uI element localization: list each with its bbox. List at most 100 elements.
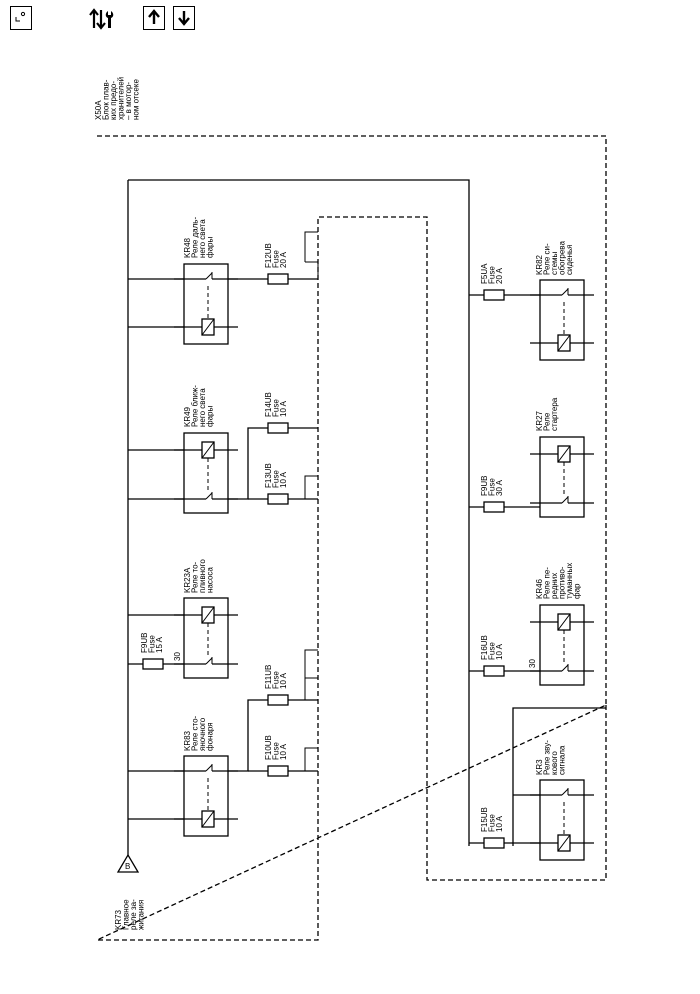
horn-feed-wire [512, 707, 606, 846]
label-f12ub-line: F12UB [264, 243, 273, 268]
label-f12ub-line: Fuse [272, 250, 281, 268]
label-f9ub-left-line: 15 A [155, 636, 164, 653]
label-f11ub-line: 10 A [279, 672, 288, 689]
fuse-f12ub [267, 273, 289, 285]
label-kr46-line: редних [550, 573, 559, 599]
label-f14ub-line: F14UB [264, 392, 273, 417]
label-kr82-line: сиденья [565, 244, 574, 275]
label-x50a-line: Блок плав- [102, 79, 111, 120]
label-kr82-line: стемы [550, 251, 559, 275]
label-kr48-line: Реле даль- [191, 217, 200, 258]
label-f10ub-line: 10 A [279, 743, 288, 760]
arrow-down-icon [178, 11, 190, 26]
label-kr23a-line: пливного [198, 559, 207, 593]
label-f15ub-line: F15UB [480, 807, 489, 832]
label-kr46-line: Реле пе- [543, 567, 552, 599]
label-f9ub-left-line: F9UB [140, 633, 149, 653]
label-f15ub-line: 10 A [495, 815, 504, 832]
label-f13ub-line: Fuse [272, 470, 281, 488]
label-kr46-line: KR46 [535, 578, 544, 599]
label-kr27-line: KR27 [535, 410, 544, 431]
label-kr49-line: него света [198, 388, 207, 427]
bus-wire-top [128, 179, 470, 846]
label-pin30-left: 30 [173, 652, 182, 661]
enclosure-x50a [96, 135, 607, 941]
label-f13ub-line: 10 A [279, 471, 288, 488]
label-f5ua-line: 20 A [495, 267, 504, 284]
label-kr46-line: туманных [565, 563, 574, 599]
label-f11ub-line: Fuse [272, 671, 281, 689]
arrow-down-button[interactable] [173, 6, 195, 30]
label-x50a-line: хранителей [117, 77, 126, 120]
label-f9ub-right-line: 30 A [495, 479, 504, 496]
label-x50a-line: ном отсеке [132, 79, 141, 120]
label-kr23a-line: насоса [206, 567, 215, 593]
label-kr3-line: KR3 [535, 759, 544, 775]
label-kr73-line: KR73 [114, 909, 123, 930]
label-kr49-line: Реле ближ- [191, 385, 200, 427]
label-kr83-line: фонаря [206, 722, 215, 751]
label-kr23a-line: KR23A [183, 567, 192, 593]
label-kr73-line: Главное [122, 899, 131, 930]
svg-text:B: B [125, 862, 130, 871]
arrow-up-button[interactable] [143, 6, 165, 30]
label-f12ub-line: 20 A [279, 251, 288, 268]
label-kr3-line: сигнала [558, 745, 567, 775]
arrow-up-icon [148, 9, 160, 24]
relay-kr83 [173, 755, 239, 837]
label-kr83-line: яночного [198, 717, 207, 751]
label-f11ub-line: F11UB [264, 665, 273, 689]
wiring-tool-button[interactable] [88, 6, 118, 32]
relay-kr49 [173, 432, 239, 514]
relay-kr82 [529, 279, 595, 361]
label-kr46-line: фар [573, 583, 582, 599]
fuse-f16ub [483, 665, 505, 677]
label-kr49-line: KR49 [183, 406, 192, 427]
label-f9ub-right-line: F9UB [480, 476, 489, 496]
fuse-f11ub [267, 694, 289, 706]
fuse-f10ub [267, 765, 289, 777]
connector-icon [15, 11, 26, 22]
label-kr83-line: Реле сто- [191, 715, 200, 751]
label-f5ua-line: F5UA [480, 263, 489, 284]
relay-kr46 [529, 604, 595, 686]
label-f9ub-right-line: Fuse [488, 478, 497, 496]
label-x50a-line: X50A [94, 100, 103, 120]
label-x50a-line: – в мотор- [124, 82, 133, 120]
label-f16ub-line: F16UB [480, 635, 489, 660]
label-f10ub-line: Fuse [272, 742, 281, 760]
label-f14ub-line: 10 A [279, 400, 288, 417]
label-kr82-line: KR82 [535, 254, 544, 275]
relay-kr3 [529, 779, 595, 861]
label-kr23a-line: Реле то- [191, 561, 200, 593]
label-kr27-line: стартера [550, 397, 559, 431]
label-kr3-line: кового [550, 751, 559, 775]
label-kr49-line: фары [206, 406, 215, 427]
fuse-f14ub [267, 422, 289, 434]
label-kr27-line: Реле [543, 412, 552, 431]
wrench-arrows-icon [89, 8, 114, 30]
label-f16ub-line: Fuse [488, 642, 497, 660]
label-f15ub-line: Fuse [488, 814, 497, 832]
label-kr83-line: KR83 [183, 730, 192, 751]
label-f14ub-line: Fuse [272, 399, 281, 417]
connector-view-button[interactable] [10, 6, 32, 30]
fuse-f9ub-right [483, 501, 505, 513]
label-kr82-line: обогрева [558, 241, 567, 275]
